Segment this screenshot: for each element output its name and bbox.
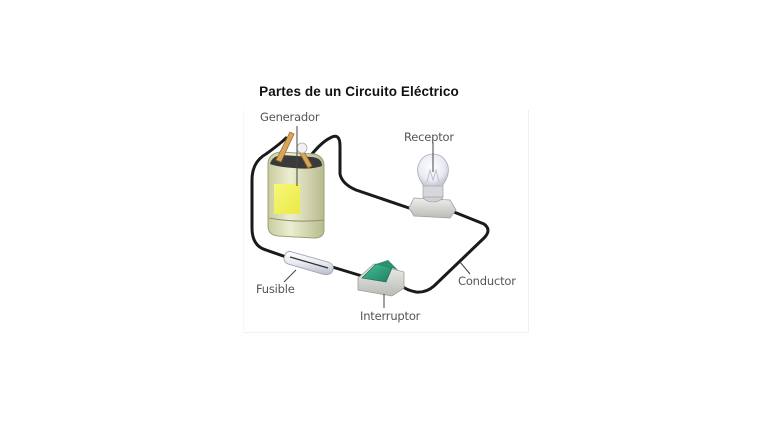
conductor-wire (250, 134, 490, 294)
leader-lines (283, 126, 471, 308)
label-switch: Interruptor (360, 309, 421, 323)
fuse-icon (283, 251, 334, 276)
battery-icon (267, 131, 325, 239)
diagram-title: Partes de un Circuito Eléctrico (259, 84, 459, 99)
label-conductor: Conductor (458, 274, 516, 288)
circuit-diagram (250, 126, 490, 308)
label-fuse: Fusible (256, 282, 295, 296)
label-generator: Generador (260, 110, 320, 124)
switch-icon (357, 260, 405, 297)
label-receiver: Receptor (404, 130, 454, 144)
circuit-diagram-panel: Generador Receptor Fusible Interruptor C… (243, 110, 529, 333)
